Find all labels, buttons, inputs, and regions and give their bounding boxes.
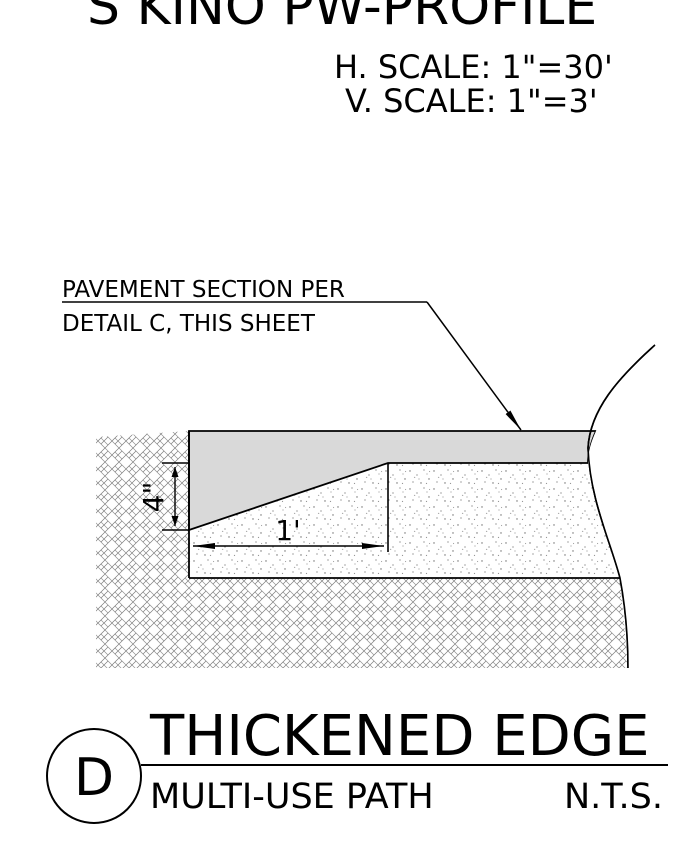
callout-line-1: PAVEMENT SECTION PER: [62, 277, 345, 303]
break-mask: [588, 345, 694, 700]
callout-line-2: DETAIL C, THIS SHEET: [62, 311, 316, 337]
sheet-title-fragment: S KINO PW-PROFILE: [87, 0, 597, 37]
detail-title-block: D THICKENED EDGE MULTI-USE PATH N.T.S.: [46, 704, 668, 824]
horizontal-scale-note: H. SCALE: 1"=30': [334, 48, 613, 86]
detail-marker-letter: D: [74, 748, 114, 808]
aggregate-base: [189, 463, 620, 578]
width-dimension: 1': [193, 514, 384, 549]
width-dimension-label: 1': [275, 514, 301, 547]
detail-title: THICKENED EDGE: [149, 704, 650, 769]
depth-dimension-label: 4": [137, 482, 170, 513]
native-earth-hatch: [96, 431, 628, 668]
detail-subtitle: MULTI-USE PATH: [150, 777, 434, 817]
section-drawing: [96, 344, 694, 700]
detail-scale-note: N.T.S.: [564, 777, 663, 817]
detail-marker-circle: [46, 728, 142, 824]
vertical-scale-note: V. SCALE: 1"=3': [345, 82, 598, 120]
pavement-callout: PAVEMENT SECTION PER DETAIL C, THIS SHEE…: [62, 277, 522, 431]
depth-dimension: 4": [137, 462, 189, 531]
